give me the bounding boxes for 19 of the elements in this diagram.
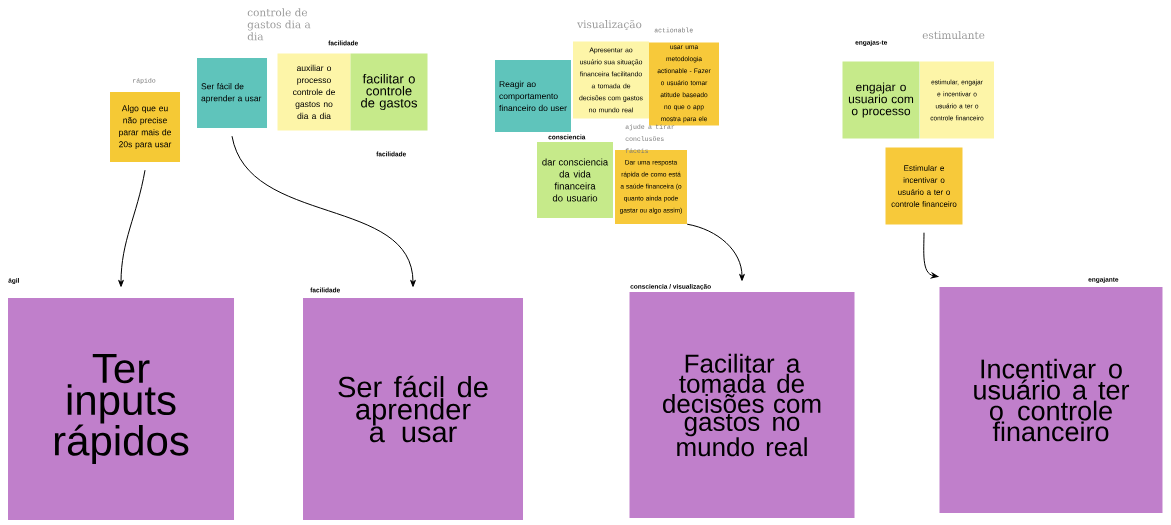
arrow bbox=[231, 135, 416, 287]
sticky-note: engajar o usuario com o processo bbox=[842, 61, 920, 139]
sticky-note: Ser fácil de aprender a usar bbox=[197, 58, 267, 128]
sticky-note: auxiliar o processo controle de gastos no dia a dia bbox=[277, 53, 351, 131]
sticky-note: Algo que eu não precise parar mais de 20s para usar bbox=[110, 92, 180, 162]
sticky-note: dar consciencia da vida financeira do usuario bbox=[537, 142, 613, 218]
sticky-note: facilitar o controle de gastos bbox=[350, 53, 428, 131]
arrow bbox=[686, 223, 745, 281]
sticky-note: Ser fácil de aprender a usar bbox=[303, 298, 523, 520]
sticky-note: Incentivar o usuário a ter o controle financeiro bbox=[939, 287, 1163, 513]
sticky-note: Facilitar a tomada de decisões com gastos no mundo real bbox=[629, 292, 855, 518]
heading-text: visualização bbox=[577, 19, 642, 31]
heading-text: controle de gastos dia a dia bbox=[247, 8, 311, 41]
sticky-note: Estimular e incentivar o usuário a ter o controle financeiro bbox=[885, 147, 963, 225]
arrow bbox=[923, 232, 939, 279]
heading-text: estimulante bbox=[922, 30, 985, 40]
sticky-note: Ter inputs rápidos bbox=[8, 298, 234, 520]
arrow bbox=[118, 169, 146, 287]
sticky-note: Reagir ao comportamento financeiro do user bbox=[495, 60, 571, 132]
